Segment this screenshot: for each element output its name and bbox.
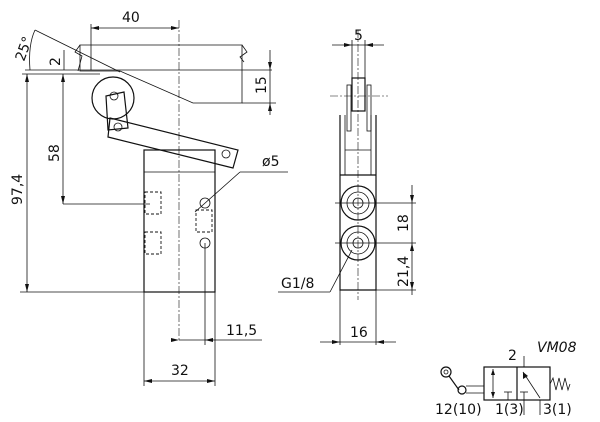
- dim-16: 16: [350, 325, 368, 341]
- dim-58: 58: [47, 144, 63, 162]
- lever-arm: [107, 117, 239, 169]
- dim-hole-diameter: ø5: [262, 154, 279, 170]
- dim-97-4: 97,4: [10, 174, 26, 205]
- dim-11-5: 11,5: [226, 323, 257, 339]
- dim-32: 32: [171, 363, 189, 379]
- dim-15: 15: [254, 76, 270, 94]
- dim-18: 18: [396, 214, 412, 232]
- roller: [91, 76, 135, 120]
- port-3-label: 3(1): [543, 402, 572, 418]
- dim-5: 5: [354, 28, 363, 44]
- port-1-label: 1(3): [495, 402, 524, 418]
- model-label: VM08: [537, 340, 577, 356]
- front-view: 40 25° 2 15 ø5: [10, 10, 288, 386]
- port-2-label: 2: [508, 348, 517, 364]
- side-view: 5 18 21,4 G1/8 16: [278, 28, 416, 345]
- dim-40: 40: [122, 10, 140, 26]
- port-thread-label: G1/8: [281, 276, 314, 292]
- valve-body: [143, 149, 216, 293]
- dim-2: 2: [48, 57, 64, 66]
- mount-hole: [199, 197, 211, 209]
- cam-block: [79, 44, 243, 104]
- dim-25-deg: 25°: [13, 35, 37, 64]
- pneumatic-symbol: VM08 2 12(10) 1(3) 3(1): [435, 340, 577, 418]
- dim-21-4: 21,4: [396, 256, 412, 287]
- port-12-label: 12(10): [435, 402, 482, 418]
